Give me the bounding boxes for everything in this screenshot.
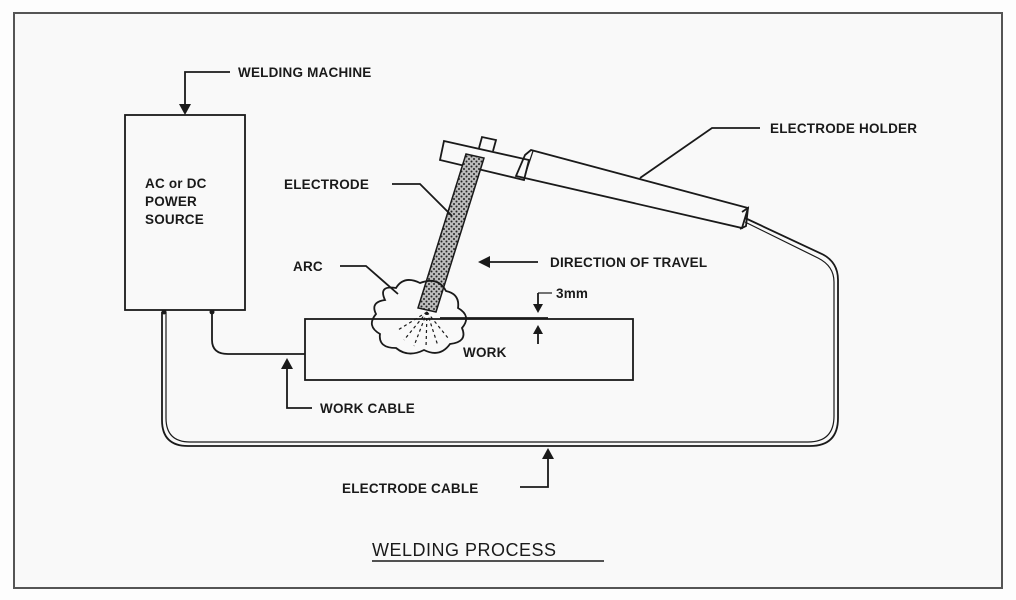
electrode-holder-leader — [639, 127, 760, 179]
electrode-holder-label: ELECTRODE HOLDER — [770, 121, 917, 136]
welding-machine-leader — [184, 71, 230, 108]
work-cable-label: WORK CABLE — [320, 401, 415, 416]
arc-rays — [397, 311, 449, 349]
electrode-cable-inner — [165, 221, 835, 443]
electrode-rod — [417, 153, 485, 313]
electrode-cable-label: ELECTRODE CABLE — [342, 481, 479, 496]
electrode-cable — [161, 217, 839, 447]
gap-arrow-bottom — [533, 325, 543, 334]
gap-arrow-top — [533, 304, 543, 313]
holder-handle — [514, 149, 750, 230]
electrode-cable-terminal — [161, 309, 167, 315]
holder-handle-ring — [524, 150, 534, 176]
work-cable — [211, 312, 305, 355]
electrode-leader — [392, 183, 453, 217]
holder-clamp — [438, 139, 531, 182]
power-source-label-2: POWER — [145, 194, 197, 209]
power-source-label-3: SOURCE — [145, 212, 204, 227]
work-label: WORK — [463, 345, 507, 360]
electrode-cable-arrow — [542, 448, 554, 459]
arc-leader — [340, 265, 399, 295]
work-cable-leader — [286, 365, 312, 409]
arc-cloud — [370, 279, 468, 355]
work-cable-arrow — [281, 358, 293, 369]
electrode-label: ELECTRODE — [284, 177, 369, 192]
electrode-cable-leader — [520, 455, 549, 488]
outer-frame — [13, 12, 1003, 589]
work-cable-terminal — [209, 309, 215, 315]
holder-handle-end — [739, 206, 750, 230]
arc-label: ARC — [293, 259, 323, 274]
holder-clamp-tab — [478, 135, 498, 152]
power-source-label-1: AC or DC — [145, 176, 207, 191]
welding-machine-label: WELDING MACHINE — [238, 65, 372, 80]
diagram-title: WELDING PROCESS — [372, 540, 557, 560]
work-piece — [304, 318, 634, 381]
welding-machine-arrow — [179, 104, 191, 115]
direction-of-travel-label: DIRECTION OF TRAVEL — [550, 255, 707, 270]
travel-arrow — [478, 256, 490, 268]
gap-label: 3mm — [556, 286, 588, 301]
